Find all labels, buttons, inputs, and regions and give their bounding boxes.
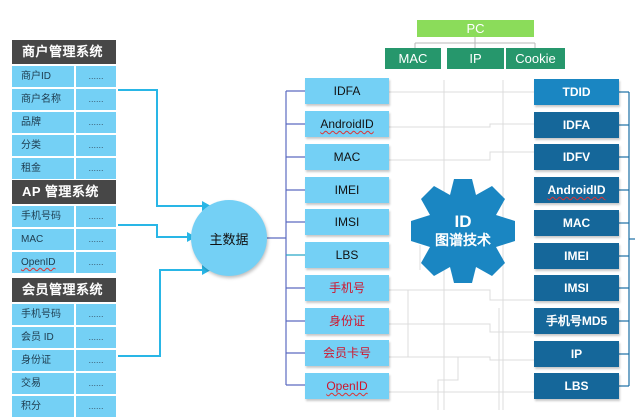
table-row: OpenID...... (12, 250, 116, 273)
ap-system-table: AP 管理系统 手机号码...... MAC...... OpenID.....… (12, 180, 116, 273)
merchant-system-table: 商户管理系统 商户ID...... 商户名称...... 品牌...... 分类… (12, 40, 116, 179)
field-value: ...... (88, 332, 104, 342)
gear-icon (411, 179, 515, 283)
merchant-system-title: 商户管理系统 (12, 40, 116, 64)
table-row: 手机号码...... (12, 302, 116, 325)
field-key: 交易 (12, 373, 76, 394)
master-data-node: 主数据 (191, 200, 267, 276)
field-key: 手机号码 (12, 304, 76, 325)
middle-id-androidid: AndroidID (305, 111, 389, 137)
middle-id-member-card: 会员卡号 (305, 340, 389, 366)
table-row: 手机号码...... (12, 204, 116, 227)
middle-id-label: IMSI (334, 215, 360, 229)
field-key: 会员 ID (12, 327, 76, 348)
middle-id-label: MAC (333, 150, 361, 164)
middle-id-imsi: IMSI (305, 209, 389, 235)
right-id-androidid: AndroidID (534, 177, 619, 203)
field-value: ...... (88, 163, 104, 173)
pc-connector (414, 37, 536, 48)
field-key: MAC (12, 229, 76, 250)
middle-id-label: IMEI (334, 183, 360, 197)
middle-id-label: 会员卡号 (322, 346, 371, 360)
right-id-imsi: IMSI (534, 275, 619, 301)
table-row: 品牌...... (12, 110, 116, 133)
middle-id-phone: 手机号 (305, 275, 389, 301)
arrow-merchant (118, 89, 205, 207)
right-bracket (619, 91, 635, 387)
right-id-phone-md5: 手机号MD5 (534, 308, 619, 334)
field-value: ...... (88, 378, 104, 388)
middle-id-label: AndroidID (320, 117, 374, 131)
member-system-title: 会员管理系统 (12, 278, 116, 302)
field-key: 身份证 (12, 350, 76, 371)
table-row: MAC...... (12, 227, 116, 250)
field-key: 商户名称 (12, 89, 76, 110)
table-row: 交易...... (12, 371, 116, 394)
pc-child-cookie: Cookie (506, 48, 565, 69)
right-id-imei: IMEI (534, 243, 619, 269)
middle-id-label: IDFA (333, 84, 361, 98)
pc-child-ip: IP (447, 48, 504, 69)
field-key: 手机号码 (12, 206, 76, 227)
arrow-connectors (118, 89, 205, 357)
table-row: 分类...... (12, 133, 116, 156)
field-value: ...... (88, 257, 104, 267)
field-value: ...... (88, 140, 104, 150)
pc-node: PC (417, 20, 534, 37)
field-key-text: OpenID (21, 257, 56, 268)
table-row: 商户ID...... (12, 64, 116, 87)
middle-id-idfa: IDFA (305, 78, 389, 104)
middle-id-label: OpenID (326, 379, 368, 393)
field-value: ...... (88, 71, 104, 81)
middle-id-mac: MAC (305, 144, 389, 170)
right-id-ip: IP (534, 341, 619, 367)
right-id-idfa: IDFA (534, 112, 619, 138)
middle-id-label: LBS (335, 248, 359, 262)
middle-id-label: 手机号 (328, 281, 365, 295)
table-row: 商户名称...... (12, 87, 116, 110)
member-system-table: 会员管理系统 手机号码...... 会员 ID...... 身份证...... … (12, 278, 116, 417)
pc-child-mac: MAC (385, 48, 441, 69)
table-row: 租金...... (12, 156, 116, 179)
field-key: 租金 (12, 158, 76, 179)
right-id-lbs: LBS (534, 373, 619, 399)
field-value: ...... (88, 211, 104, 221)
background-grid-lines (389, 80, 534, 410)
ap-system-title: AP 管理系统 (12, 180, 116, 204)
right-id-idfv: IDFV (534, 144, 619, 170)
arrow-ap (118, 224, 190, 238)
field-value: ...... (88, 309, 104, 319)
field-value: ...... (88, 355, 104, 365)
field-value: ...... (88, 401, 104, 411)
right-id-label: AndroidID (547, 183, 606, 197)
middle-bracket (267, 90, 305, 386)
field-value: ...... (88, 117, 104, 127)
field-key: 品牌 (12, 112, 76, 133)
master-data-label: 主数据 (209, 231, 249, 247)
middle-id-lbs: LBS (305, 242, 389, 268)
field-value: ...... (88, 94, 104, 104)
middle-id-idcard: 身份证 (305, 308, 389, 334)
field-key: OpenID (12, 252, 76, 273)
field-value: ...... (88, 234, 104, 244)
right-id-mac: MAC (534, 210, 619, 236)
table-row: 会员 ID...... (12, 325, 116, 348)
middle-id-imei: IMEI (305, 177, 389, 203)
table-row: 积分...... (12, 394, 116, 417)
table-row: 身份证...... (12, 348, 116, 371)
middle-id-openid: OpenID (305, 373, 389, 399)
field-key: 积分 (12, 396, 76, 417)
field-key: 分类 (12, 135, 76, 156)
middle-id-label: 身份证 (328, 314, 365, 328)
field-key: 商户ID (12, 66, 76, 87)
right-id-tdid: TDID (534, 79, 619, 105)
arrow-member (118, 269, 205, 357)
